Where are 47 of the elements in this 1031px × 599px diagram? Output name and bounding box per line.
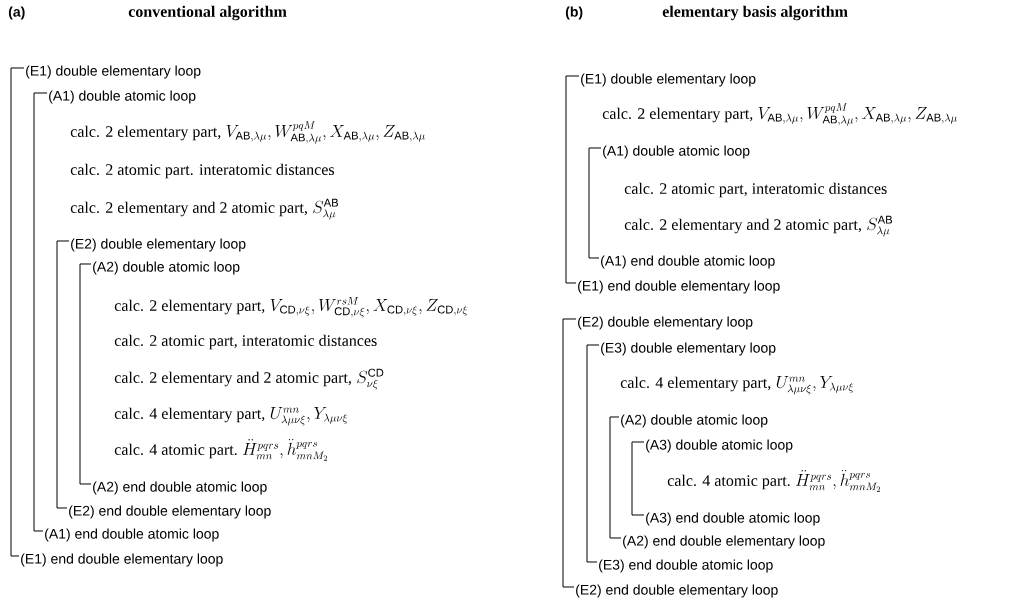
step-text: calc. 2 elementary part,	[114, 299, 265, 315]
loop-label: (A3) end double atomic loop	[646, 512, 820, 526]
loop-label: (A1) double atomic loop	[603, 145, 750, 159]
loop-label: (E3) double elementary loop	[601, 342, 776, 356]
loop-label: (E2) end double elementary loop	[69, 505, 271, 519]
loop-label: (A1) end double atomic loop	[601, 255, 775, 269]
loop-label: (A2) double atomic loop	[93, 261, 240, 275]
loop-label: (A2) double atomic loop	[621, 414, 768, 428]
panel-title: elementary basis algorithm	[662, 5, 848, 21]
panel-title: conventional algorithm	[128, 5, 287, 21]
formula: $\ddot{H}^{pqrs}_{mn}, \ddot{h}^{pqrs}_{mnM_2}$	[242, 438, 328, 461]
step-text: calc. 4 elementary part,	[620, 376, 771, 392]
loop-label: (E3) end double atomic loop	[599, 559, 773, 573]
step-text: calc. 2 atomic part. interatomic distances	[70, 163, 334, 179]
step-text: calc. 2 elementary and 2 atomic part,	[114, 371, 351, 387]
step-text: calc. 2 elementary and 2 atomic part,	[624, 218, 861, 234]
formula: $S^{\mathrm{AB}}_{\lambda\mu}$	[313, 198, 339, 220]
formula: $U^{mn}_{\lambda\mu\nu\xi}, Y_{\lambda\mu\nu\xi}$	[776, 376, 854, 395]
panel-label: (b)	[565, 6, 583, 20]
formula: $V_{\mathrm{AB},\lambda\mu}, W^{pqM}_{\mathrm{AB},\lambda\mu}, X_{\mathrm{AB},\lambda\mu}, Z_{\mathrm{AB},\lambda\mu}$	[758, 103, 957, 126]
formula: $S^{\mathrm{AB}}_{\lambda\mu}$	[867, 215, 893, 237]
step-text: calc. 2 elementary and 2 atomic part,	[70, 201, 307, 217]
step-text: calc. 2 atomic part, interatomic distances	[114, 334, 377, 350]
loop-label: (E1) end double elementary loop	[21, 553, 223, 567]
loop-label: (A2) end double atomic loop	[93, 481, 267, 495]
step-text: calc. 2 elementary part,	[602, 107, 753, 123]
step-text: calc. 4 atomic part.	[114, 443, 237, 459]
formula: $V_{\mathrm{AB},\lambda\mu}, W^{pqM}_{\mathrm{AB},\lambda\mu}, X_{\mathrm{AB},\lambda\mu}, Z_{\mathrm{AB},\lambda\mu}$	[226, 121, 425, 144]
loop-label: (E2) double elementary loop	[578, 316, 753, 330]
loop-label: (A1) end double atomic loop	[45, 528, 219, 542]
loop-label: (E1) double elementary loop	[581, 73, 756, 87]
step-text: calc. 4 atomic part.	[667, 474, 790, 490]
loop-label: (E2) end double elementary loop	[576, 584, 778, 598]
loop-label: (A2) end double elementary loop	[623, 535, 825, 549]
panel-label: (a)	[8, 6, 25, 20]
loop-label: (A1) double atomic loop	[49, 90, 196, 104]
loop-label: (E2) double elementary loop	[71, 238, 246, 252]
step-text: calc. 2 elementary part,	[70, 125, 221, 141]
step-text: calc. 2 atomic part, interatomic distances	[624, 182, 887, 198]
formula: $U^{mn}_{\lambda\mu\nu\xi}, Y_{\lambda\mu\nu\xi}$	[270, 407, 348, 426]
loop-label: (E1) double elementary loop	[26, 65, 201, 79]
loop-label: (E1) end double elementary loop	[578, 280, 780, 294]
loop-label: (A3) double atomic loop	[646, 439, 793, 453]
formula: $V_{\mathrm{CD},\nu\xi}, W^{rsM}_{\mathrm{CD},\nu\xi}, X_{\mathrm{CD},\nu\xi}, Z_{\mathrm{CD},\nu\xi}$	[270, 297, 468, 318]
formula: $S^{\mathrm{CD}}_{\nu\xi}$	[357, 368, 384, 390]
step-text: calc. 4 elementary part,	[114, 407, 265, 423]
formula: $\ddot{H}^{pqrs}_{mn}, \ddot{h}^{pqrs}_{mnM_2}$	[795, 469, 881, 492]
